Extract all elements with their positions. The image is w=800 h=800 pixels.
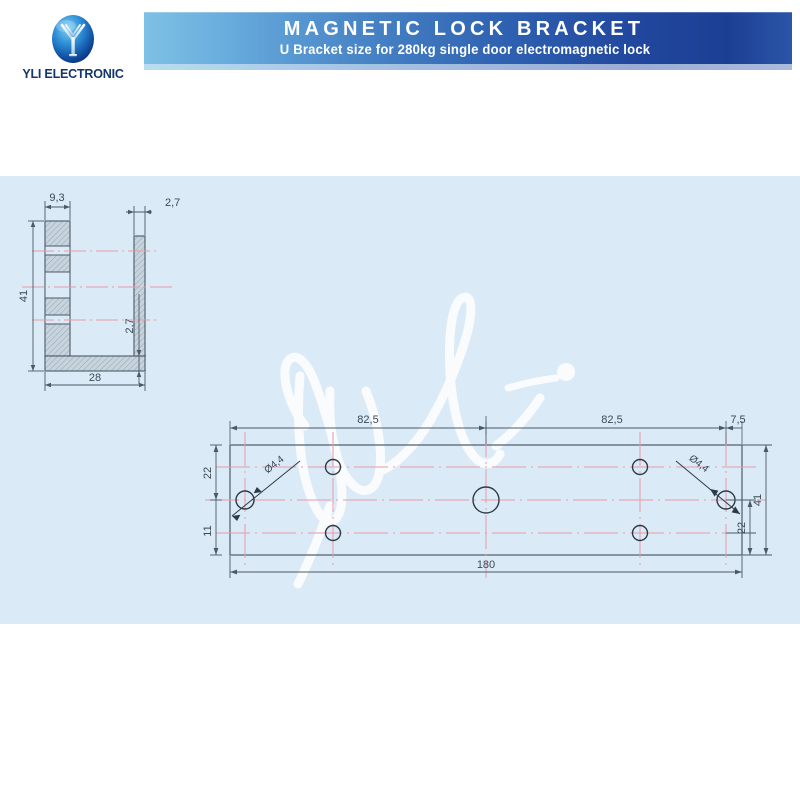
dimension-28 xyxy=(44,372,146,391)
dimension-label-82-5-left: 82,5 xyxy=(357,414,378,426)
profile-base xyxy=(44,355,146,372)
dimension-82-5-right xyxy=(486,425,726,431)
dimension-label-11-left: 11 xyxy=(202,525,214,536)
page-title: MAGNETIC LOCK BRACKET xyxy=(283,18,645,40)
hole-right-bottom xyxy=(631,524,649,542)
page-subtitle: U Bracket size for 280kg single door ele… xyxy=(279,42,651,57)
title-banner: MAGNETIC LOCK BRACKET U Bracket size for… xyxy=(144,12,792,70)
profile-left-leg xyxy=(44,220,71,357)
dimension-9-3 xyxy=(44,201,71,220)
dimension-2-7-top xyxy=(126,206,152,235)
brand-logo: YLI ELECTRONIC xyxy=(8,14,138,88)
hole-center-large xyxy=(472,486,500,514)
side-view-u-profile: 9,3 2,7 41 xyxy=(18,192,180,391)
callout-label-diameter-right: Ø4,4 xyxy=(687,453,711,475)
callout-diameter-right xyxy=(675,460,741,515)
dimension-22-left xyxy=(210,444,222,501)
hole-right-top xyxy=(631,458,649,476)
dimension-41-right xyxy=(742,444,772,556)
dimension-82-5-left xyxy=(230,421,487,435)
watermark xyxy=(280,292,575,589)
dimension-label-7-5: 7,5 xyxy=(730,414,745,426)
dimension-41-side xyxy=(28,220,44,372)
dimension-180 xyxy=(229,556,743,578)
dimension-label-41-side: 41 xyxy=(18,290,30,302)
dimension-label-82-5-right: 82,5 xyxy=(601,414,622,426)
callout-label-diameter-left: Ø4,4 xyxy=(263,454,287,476)
front-view-plate: Ø4,4 Ø4,4 82,5 xyxy=(202,414,772,578)
dimension-label-9-3: 9,3 xyxy=(49,192,64,204)
technical-drawing: 9,3 2,7 41 xyxy=(18,192,772,589)
hole-left-center xyxy=(235,490,255,510)
dimension-label-28: 28 xyxy=(89,372,101,384)
dimension-7-5 xyxy=(726,425,742,431)
dimension-22-right xyxy=(726,499,756,555)
hole-left-bottom xyxy=(324,524,342,542)
dimension-2-7-inner xyxy=(125,294,146,384)
dimension-11-left xyxy=(210,500,222,556)
header-banner: YLI ELECTRONIC MAGNETIC LOCK BRACKET U B… xyxy=(0,0,800,94)
dimension-label-2-7-top: 2,7 xyxy=(165,197,180,209)
dimension-label-180: 180 xyxy=(477,559,495,571)
dimension-label-22-right: 22 xyxy=(736,522,748,534)
hole-left-top xyxy=(324,458,342,476)
callout-diameter-left xyxy=(231,460,301,521)
yli-y-logo-icon xyxy=(48,14,98,66)
dimension-label-2-7-inner: 2,7 xyxy=(124,318,136,333)
dimension-label-22-left: 22 xyxy=(202,467,214,479)
brand-name: YLI ELECTRONIC xyxy=(22,67,124,81)
dimension-label-41-right: 41 xyxy=(752,494,764,506)
profile-right-leg xyxy=(133,235,146,357)
